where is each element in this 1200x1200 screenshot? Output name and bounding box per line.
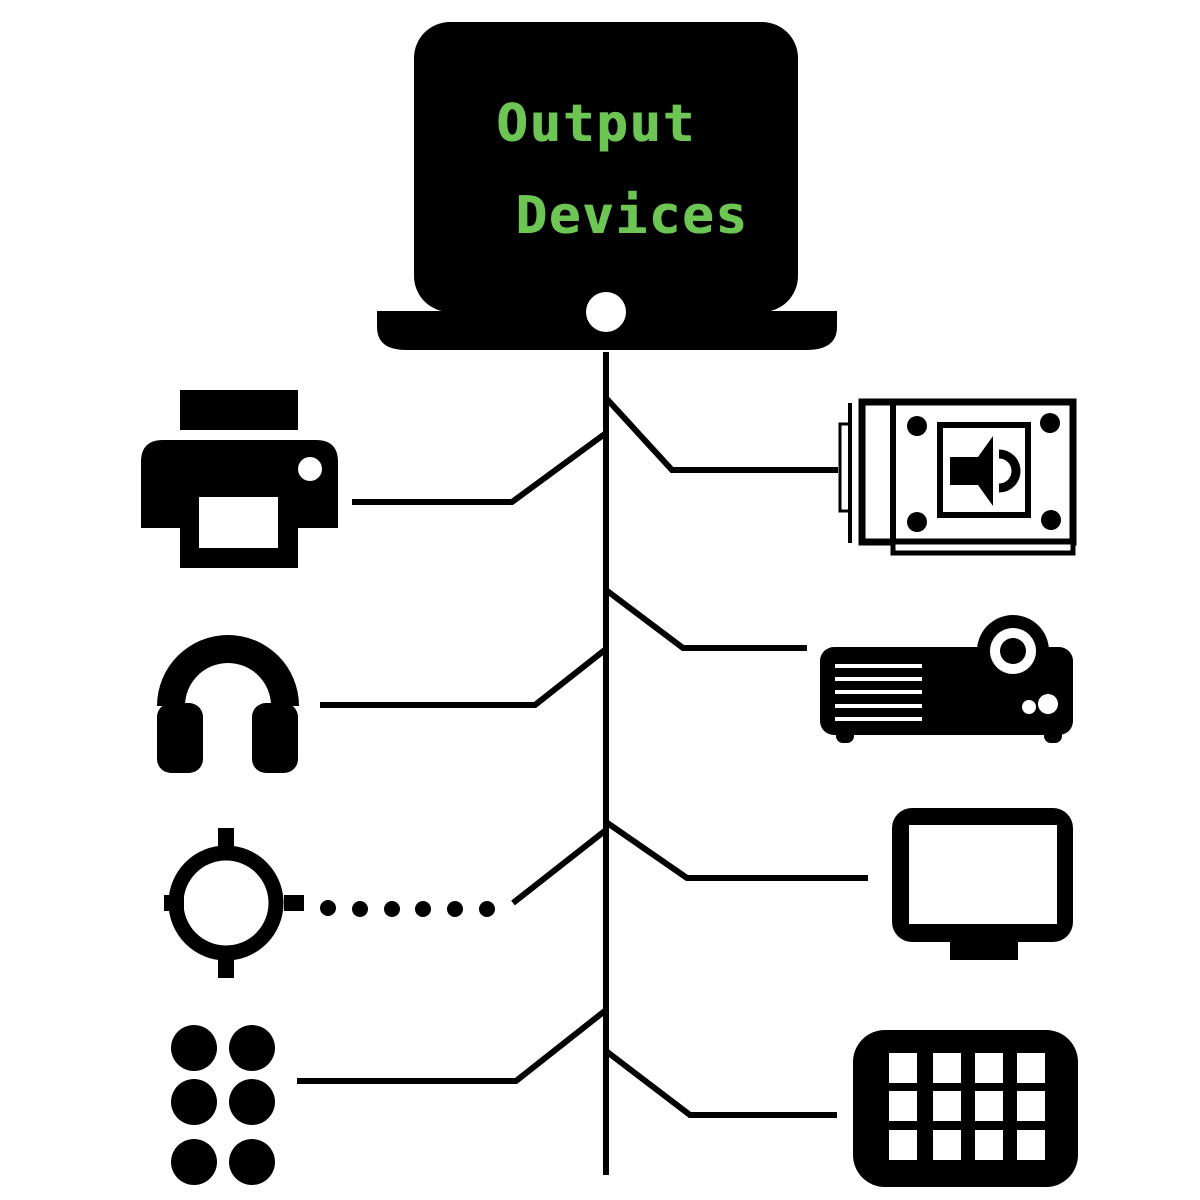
- laptop-button-dot: [586, 292, 626, 332]
- monitor-icon: [892, 808, 1073, 960]
- gps-connector-dotted: [320, 827, 608, 917]
- headphones-icon: [157, 635, 299, 773]
- projector-icon: [820, 615, 1073, 743]
- speaker-horn-glyph: [950, 436, 1021, 506]
- printer-icon: [141, 390, 338, 568]
- projector-button-large: [1038, 694, 1058, 714]
- speaker-icon: [838, 398, 1077, 556]
- printer-connector: [352, 430, 608, 505]
- dot: [415, 901, 431, 917]
- dot: [384, 901, 400, 917]
- dot: [320, 900, 336, 916]
- projector-connector: [604, 587, 807, 651]
- monitor-connector: [604, 819, 868, 881]
- headphones-connector: [320, 646, 608, 708]
- dot: [352, 901, 368, 917]
- laptop-icon: [377, 22, 837, 350]
- projector-lens: [977, 615, 1049, 687]
- gps-crosshair-icon: [164, 828, 304, 978]
- laptop-screen: [414, 22, 798, 312]
- speaker-connector: [603, 395, 838, 473]
- keypad-grid-icon: [853, 1030, 1078, 1187]
- gps-connector-diagonal: [511, 827, 608, 906]
- dot: [479, 901, 495, 917]
- projector-button-small: [1022, 700, 1036, 714]
- projector-vents: [835, 664, 922, 721]
- braille-dots-icon: [171, 1025, 275, 1185]
- keypad-keys: [889, 1053, 1045, 1160]
- braille-connector: [297, 1007, 608, 1084]
- dot: [447, 901, 463, 917]
- keypad-connector: [604, 1048, 837, 1118]
